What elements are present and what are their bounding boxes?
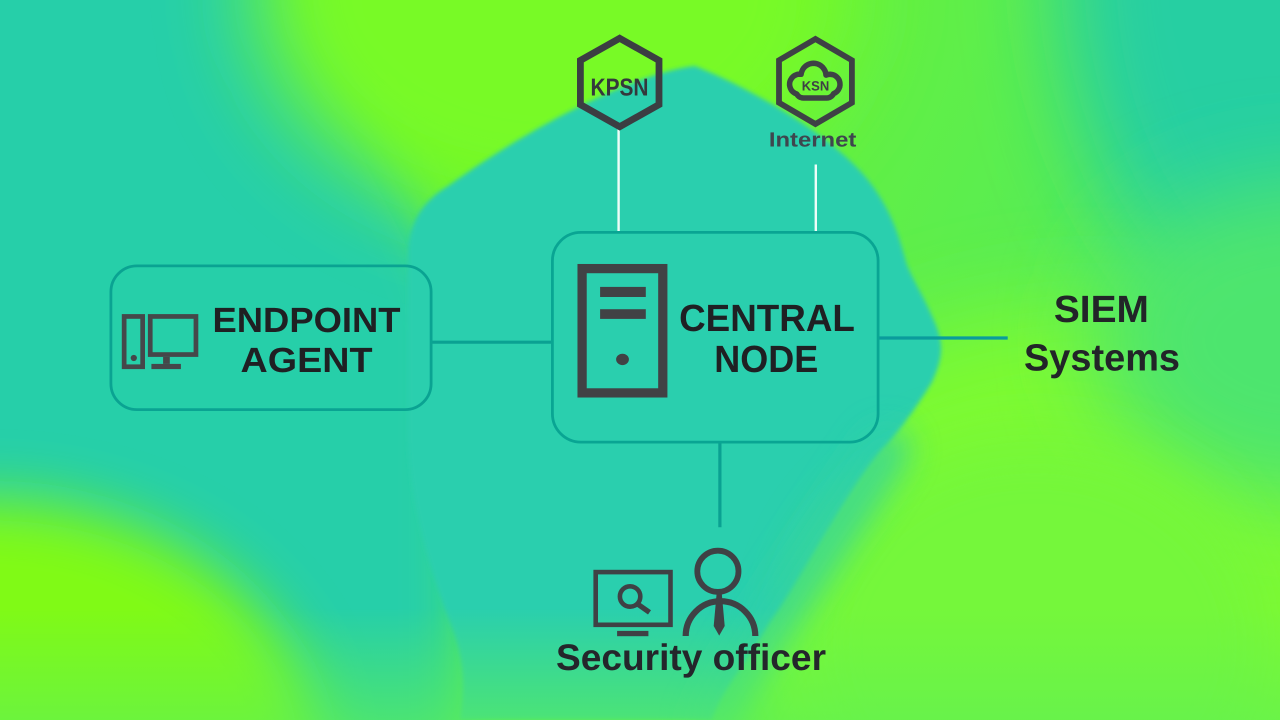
svg-text:CENTRAL: CENTRAL <box>679 298 855 340</box>
svg-text:AGENT: AGENT <box>241 341 373 380</box>
svg-text:KSN: KSN <box>802 79 830 94</box>
svg-text:NODE: NODE <box>714 339 818 381</box>
svg-text:Internet: Internet <box>769 129 857 152</box>
svg-text:Security officer: Security officer <box>556 637 826 678</box>
svg-text:KPSN: KPSN <box>591 74 649 101</box>
svg-text:Systems: Systems <box>1024 338 1180 380</box>
svg-text:SIEM: SIEM <box>1054 289 1149 331</box>
svg-text:ENDPOINT: ENDPOINT <box>213 301 401 340</box>
